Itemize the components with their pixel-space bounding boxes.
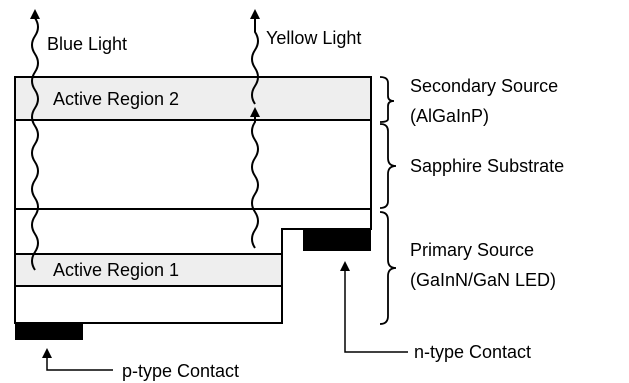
yellow-light-label: Yellow Light <box>266 28 361 48</box>
secondary-source-brace <box>379 76 395 123</box>
active-region-2-label: Active Region 2 <box>53 89 179 109</box>
n-type-contact-pad <box>303 229 371 251</box>
p-type-contact-label: p-type Contact <box>122 361 239 381</box>
sapphire-substrate-layer <box>14 119 372 210</box>
primary-source-brace <box>379 211 397 325</box>
p-contact-leader-arrow <box>42 348 113 371</box>
secondary-source-material-label: (AlGaInP) <box>410 106 489 126</box>
n-contact-leader-arrow <box>340 261 408 353</box>
active-region-1-layer <box>14 253 283 287</box>
secondary-source-label: Secondary Source <box>410 76 558 96</box>
sapphire-substrate-brace <box>379 123 397 209</box>
blue-light-emission-icon <box>250 107 260 249</box>
active-region-2-layer <box>14 76 372 121</box>
sapphire-substrate-label: Sapphire Substrate <box>410 156 564 176</box>
blue-light-arrow-icon <box>30 9 40 271</box>
blue-light-label: Blue Light <box>47 34 127 54</box>
n-type-contact-label: n-type Contact <box>414 342 531 362</box>
primary-source-label: Primary Source <box>410 240 534 260</box>
primary-source-material-label: (GaInN/GaN LED) <box>410 270 556 290</box>
active-region-1-label: Active Region 1 <box>53 260 179 280</box>
p-type-contact-pad <box>15 323 83 340</box>
yellow-light-arrow-icon <box>250 9 260 105</box>
